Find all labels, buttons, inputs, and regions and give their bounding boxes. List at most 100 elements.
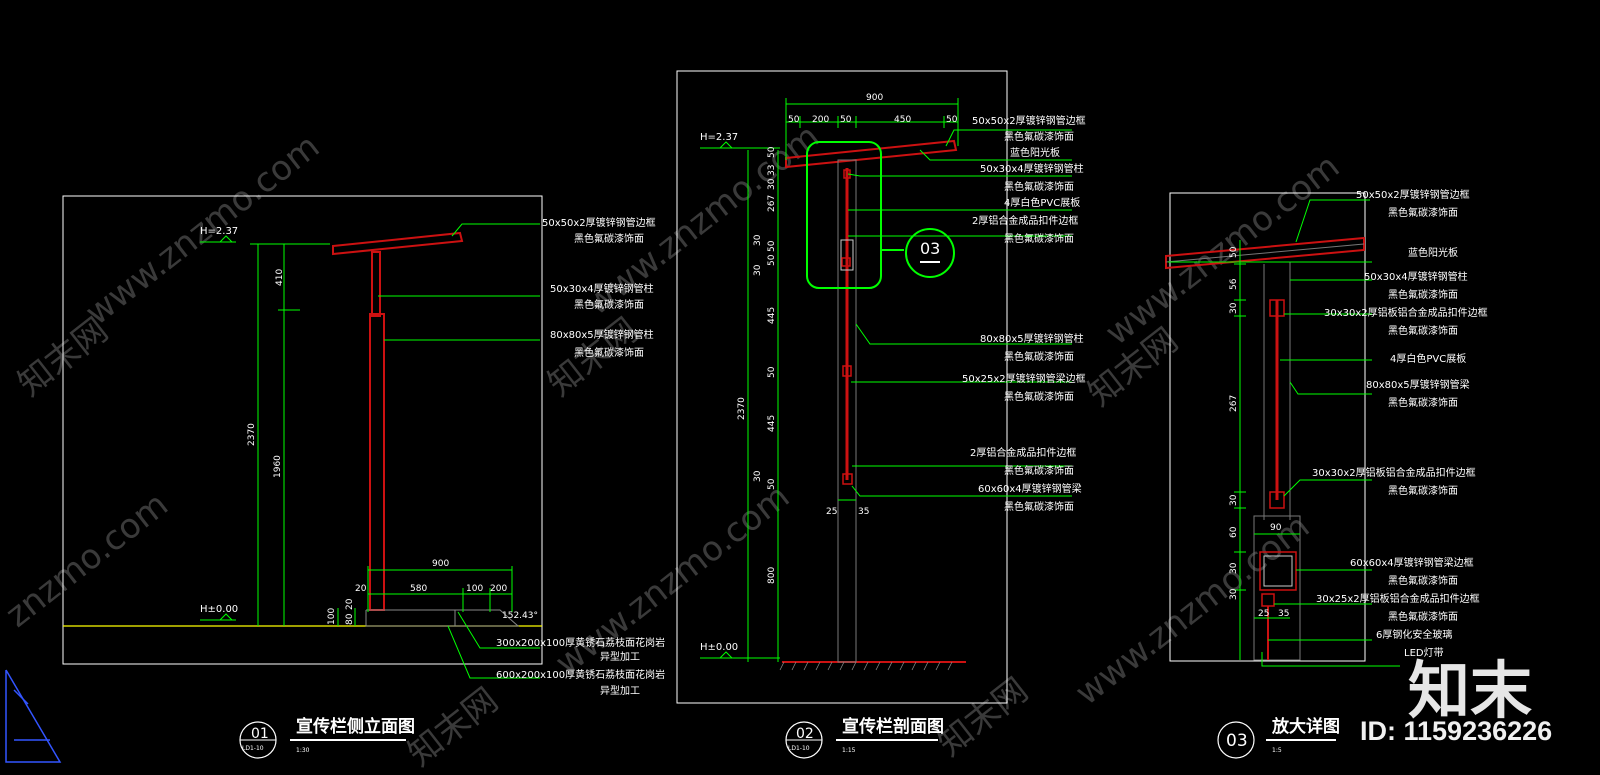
view2-ground-hatch [779,661,953,671]
annotation-label: 黑色氟碳漆饰面 [1004,500,1074,513]
annotation-label: 黑色氟碳漆饰面 [1388,610,1458,623]
dim-label: 200 [812,115,829,125]
annotation-label: 60x60x4厚镀锌钢管梁 [978,482,1082,495]
view1-number: 01 [251,726,269,742]
annotation-label: 50x50x2厚镀锌钢管边框 [1356,188,1470,201]
dim-label: 30 [767,178,777,190]
dim-label: 445 [767,307,777,324]
dim-label: 90 [1270,523,1282,533]
annotation-label: 黑色氟碳漆饰面 [1388,484,1458,497]
annotation-label: 黑色氟碳漆饰面 [1004,350,1074,363]
dim-label: 200 [490,584,507,594]
detail-callout-circle [905,228,955,278]
brand-id: ID: 1159236226 [1360,716,1553,746]
dim-label: 30 [1229,588,1239,600]
view2-level-top: H=2.37 [700,132,738,143]
dim-label: 30 [753,234,763,246]
annotation-label: 黑色氟碳漆饰面 [574,232,644,245]
dim-label: 30 [753,264,763,276]
annotation-label: 50x50x2厚镀锌钢管边框 [972,114,1086,127]
annotation-label: 30x25x2厚铝板铝合金成品扣件边框 [1316,592,1480,605]
dim-label: 30 [1229,302,1239,314]
view2-leaders [847,129,1072,497]
annotation-label: 蓝色阳光板 [1408,246,1458,259]
annotation-label: 50x30x4厚镀锌钢管柱 [1364,270,1468,283]
annotation-label: 50x30x4厚镀锌钢管柱 [980,162,1084,175]
view1-sheet: LD1-10 [242,745,264,752]
annotation-label: 黑色氟碳漆饰面 [1004,232,1074,245]
dim-label: 25 [1258,609,1269,619]
dim-label: 2370 [737,397,747,420]
view1-base-slope [455,609,520,627]
dim-label: 450 [894,115,911,125]
view1-dim-lines [200,241,513,626]
dim-label: 900 [432,559,449,569]
view1-level-ground: H±0.00 [200,604,238,615]
view1-upper-post [371,251,381,317]
dim-label: 50 [767,240,777,252]
annotation-label: 黑色氟碳漆饰面 [1388,206,1458,219]
view1-frame [62,195,543,665]
annotation-label: 50x30x4厚镀锌钢管柱 [550,282,654,295]
view2-title: 宣传栏剖面图 [842,716,944,737]
dim-label: 900 [866,93,883,103]
annotation-label: 黑色氟碳漆饰面 [1004,390,1074,403]
view1-title: 宣传栏侧立面图 [296,716,415,737]
view2-section: 03 H=2.37 H±0.00 900 50 200 50 450 50 50 [676,70,1086,759]
annotation-label: 80x80x5厚镀锌钢管柱 [550,328,654,341]
annotation-label: 黑色氟碳漆饰面 [1004,180,1074,193]
view2-level-ground: H±0.00 [700,642,738,653]
view1-base-stone [365,609,456,627]
dim-label: 152.43° [502,611,538,621]
annotation-label: 黑色氟碳漆饰面 [574,346,644,359]
annotation-label: 30x30x2厚铝板铝合金成品扣件边框 [1324,306,1488,319]
dim-label: 50 [767,478,777,490]
dim-label: 80 [345,613,355,625]
view3-beam [1253,515,1301,661]
dim-label: 100 [327,608,337,625]
view1-scale: 1:30 [296,747,310,754]
view2-top-frame [785,139,958,169]
view1-lower-post [369,313,385,611]
dim-label: 20 [355,584,367,594]
view1-level-top: H=2.37 [200,226,238,237]
dim-label: 20 [345,598,355,610]
annotation-label: 黑色氟碳漆饰面 [1388,288,1458,301]
view3-scale: 1:5 [1272,747,1282,754]
view2-scale: 1:15 [842,747,856,754]
view2-number: 02 [796,726,814,742]
dim-label: 50 [840,115,852,125]
dim-label: 35 [858,507,869,517]
dim-label: 50 [946,115,958,125]
dim-label: 30 [1229,562,1239,574]
annotation-label: 80x80x5厚镀锌钢管梁 [1366,378,1470,391]
annotation-label: 异型加工 [600,684,640,697]
annotation-label: 黑色氟碳漆饰面 [1388,324,1458,337]
annotation-label: 黑色氟碳漆饰面 [1004,464,1074,477]
view3-top-frame [1165,236,1365,270]
view3-number: 03 [1226,731,1248,751]
view3-dim-lines [1234,240,1300,660]
dim-label: 580 [410,584,427,594]
annotation-label: 6厚钢化安全玻璃 [1376,628,1452,641]
view1-top-frame [332,231,464,256]
view2-frame [676,70,1008,704]
annotation-label: 600x200x100厚黄锈石荔枝面花岗岩 [496,668,665,681]
dim-label: 445 [767,415,777,432]
dim-label: 33 [767,165,777,176]
dim-label: 50 [788,115,800,125]
view3-number-circle [1217,721,1255,759]
dim-label: 1960 [273,455,283,478]
dim-label: 25 [826,507,837,517]
annotation-label: 异型加工 [600,650,640,663]
view2-post [837,159,857,663]
dim-label: 410 [275,269,285,286]
view3-detail: 50 56 30 267 30 60 30 30 90 25 35 50x50x… [1165,188,1488,759]
view2-beam [840,239,854,271]
annotation-label: 黑色氟碳漆饰面 [1388,396,1458,409]
dim-label: 35 [1278,609,1289,619]
view2-dim-lines [700,98,959,662]
annotation-label: 2厚铝合金成品扣件边框 [972,214,1078,227]
annotation-label: LED灯带 [1404,647,1444,659]
